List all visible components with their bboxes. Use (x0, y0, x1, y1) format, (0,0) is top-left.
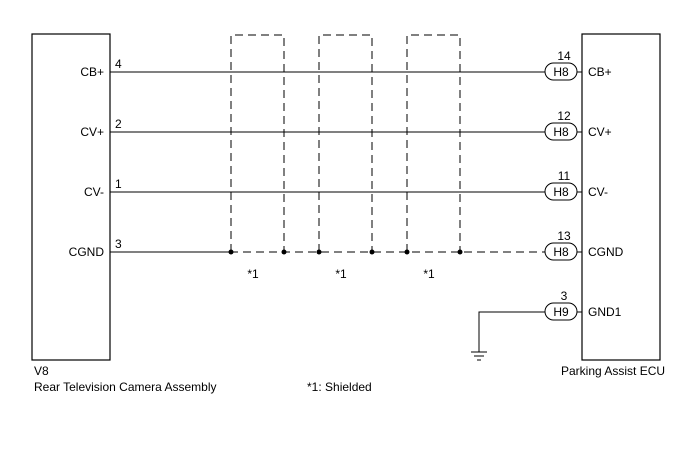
left-pin-label: CV- (84, 185, 104, 199)
ground-icon (471, 311, 545, 361)
shield-label: *1 (335, 267, 347, 281)
shield-loop-3 (406, 34, 461, 252)
shield-label: *1 (247, 267, 259, 281)
junction-dot (457, 249, 463, 255)
junction-dot (404, 249, 410, 255)
junction-dot (281, 249, 287, 255)
shield-loop-2 (318, 34, 373, 252)
connector-code: H8 (553, 185, 569, 199)
right-pin-label: GND1 (588, 305, 622, 319)
connector-code: H8 (553, 65, 569, 79)
component-name: Rear Television Camera Assembly (34, 380, 217, 394)
shield-loop-1 (230, 34, 285, 252)
connector-code: H8 (553, 125, 569, 139)
parking-ecu-box (581, 33, 661, 361)
right-pin-number: 11 (558, 169, 571, 183)
connector-code: H8 (553, 245, 569, 259)
right-pin-number: 12 (557, 109, 571, 123)
left-pin-number: 1 (115, 177, 122, 191)
right-pin-label: CGND (588, 245, 624, 259)
left-pin-number: 2 (115, 117, 122, 131)
junction-dot (228, 249, 234, 255)
right-pin-label: CB+ (588, 65, 612, 79)
left-pin-number: 3 (115, 237, 122, 251)
right-pin-number: 13 (557, 229, 571, 243)
connector-code: H9 (553, 305, 569, 319)
right-pin-label: CV- (588, 185, 608, 199)
left-pin-label: CB+ (80, 65, 104, 79)
right-pin-number: 3 (561, 289, 568, 303)
junction-dot (369, 249, 375, 255)
left-pin-label: CGND (69, 245, 105, 259)
right-pin-number: 14 (557, 49, 571, 63)
left-pin-label: CV+ (80, 125, 104, 139)
junction-dot (316, 249, 322, 255)
left-pin-number: 4 (115, 57, 122, 71)
component-code: V8 (34, 364, 49, 378)
ecu-name: Parking Assist ECU (561, 364, 665, 378)
shield-label: *1 (423, 267, 435, 281)
right-pin-label: CV+ (588, 125, 612, 139)
camera-assembly-box (31, 33, 111, 361)
legend-note: *1: Shielded (307, 380, 372, 394)
